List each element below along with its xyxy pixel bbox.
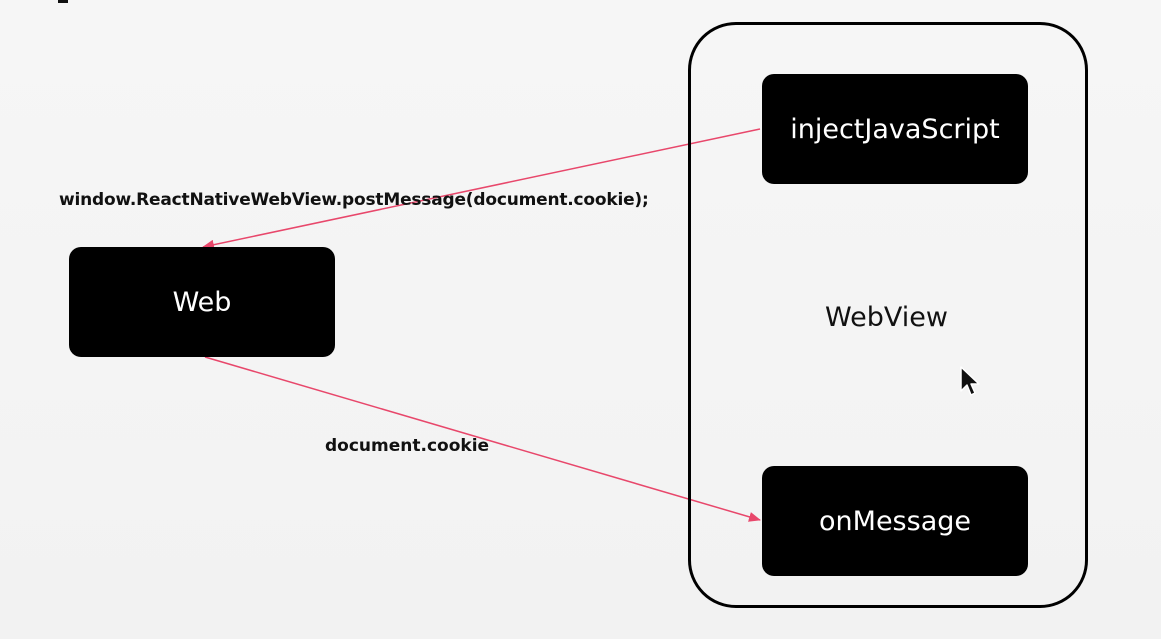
webview-label: WebView bbox=[825, 302, 948, 333]
web-node-label: Web bbox=[172, 286, 232, 318]
inject-javascript-node-label: injectJavaScript bbox=[790, 113, 1000, 145]
inject-javascript-node: injectJavaScript bbox=[762, 74, 1028, 184]
edge-web-to-onmessage bbox=[204, 356, 761, 522]
edge-inject-to-web bbox=[202, 128, 761, 250]
webview-container bbox=[688, 22, 1088, 608]
web-node: Web bbox=[69, 247, 335, 357]
post-message-edge-label: window.ReactNativeWebView.postMessage(do… bbox=[59, 190, 649, 210]
on-message-node-label: onMessage bbox=[819, 505, 971, 537]
on-message-node: onMessage bbox=[762, 466, 1028, 576]
corner-mark bbox=[58, 0, 68, 3]
document-cookie-edge-label: document.cookie bbox=[325, 436, 490, 456]
mouse-pointer-icon bbox=[960, 366, 980, 396]
